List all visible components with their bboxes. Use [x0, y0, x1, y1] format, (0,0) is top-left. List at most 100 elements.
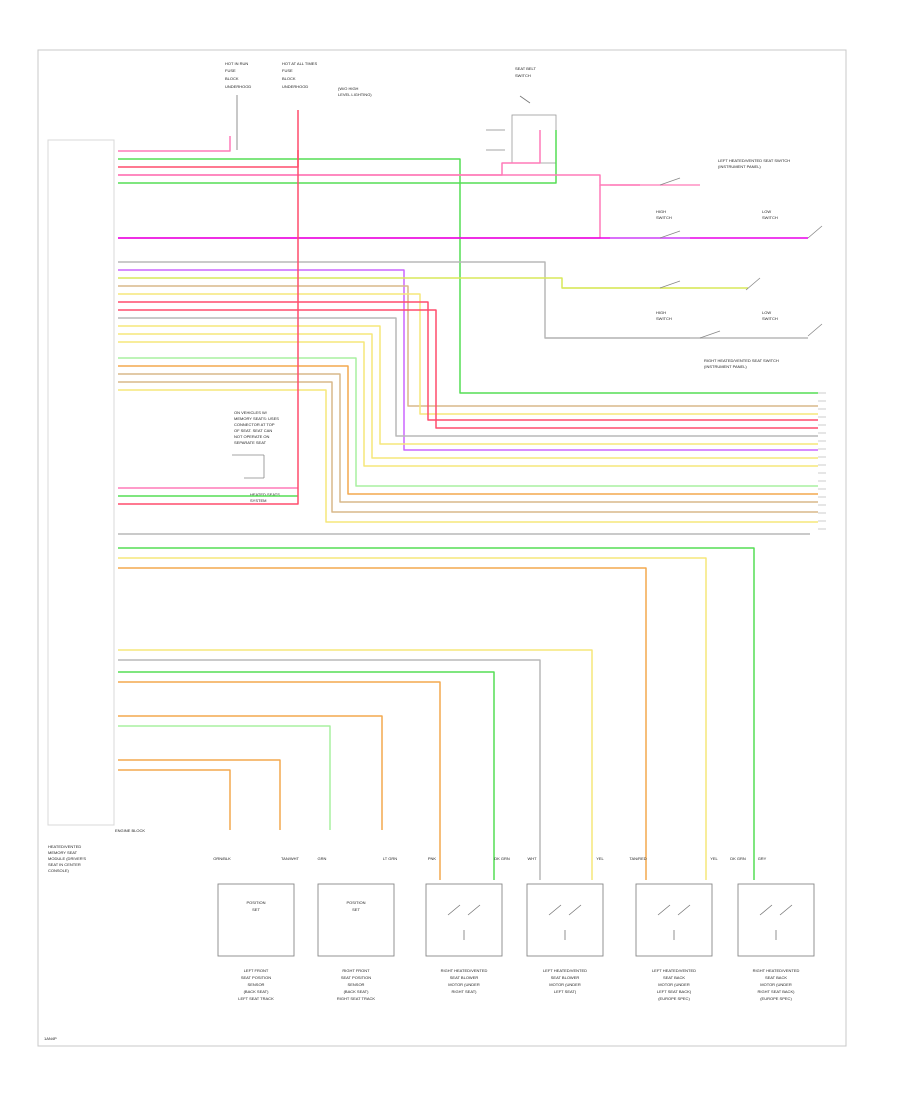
module-note-line: NOT OPERATE ON	[234, 434, 270, 439]
fuse-right-label: BLOCK	[282, 76, 296, 81]
component-wire-label: PNK	[428, 856, 437, 861]
wire	[118, 365, 818, 495]
component-name-line: LEFT HEATED/VENTED	[652, 968, 696, 973]
module-ground-label: ENGINE BLOCK	[115, 828, 145, 833]
wire	[118, 715, 383, 830]
wire	[118, 309, 818, 429]
fuse-left-label: HOT IN RUN	[225, 61, 248, 66]
component-box	[425, 883, 503, 957]
fuse-left-label: BLOCK	[225, 76, 239, 81]
wire	[118, 681, 441, 880]
fuse-right-label: FUSE	[282, 68, 293, 73]
component-name-line: MOTOR (UNDER	[658, 982, 690, 987]
wire	[118, 567, 647, 880]
motor-symbol	[548, 904, 582, 940]
switch-contact	[659, 230, 681, 239]
wire	[118, 301, 818, 421]
right-seat-switch-label: SWITCH	[656, 316, 672, 321]
component-box	[737, 883, 815, 957]
component-wire-label: TAN/RED	[629, 856, 646, 861]
wire	[118, 547, 755, 880]
wire	[118, 325, 818, 445]
motor-symbol	[759, 904, 793, 940]
right-seat-switch-label: RIGHT HEATED/VENTED SEAT SWITCH	[704, 358, 779, 363]
component-name-line: (EUROPE SPEC)	[658, 996, 690, 1001]
component-name-line: LEFT SEAT)	[554, 989, 577, 994]
module-name-line: CONSOLE)	[48, 868, 70, 873]
component-name-line: MOTOR (UNDER	[549, 982, 581, 987]
fuse-left-label: FUSE	[225, 68, 236, 73]
left-seat-switch-label: HIGH	[656, 209, 666, 214]
component-wire-label: GRY	[758, 856, 767, 861]
fuse-right: HOT AT ALL TIMES FUSE BLOCK UNDERHOOD (W…	[282, 61, 372, 97]
right-seat-switch-label: (INSTRUMENT PANEL)	[704, 364, 747, 369]
wire	[118, 357, 818, 487]
wire	[118, 185, 601, 239]
motor-symbol	[657, 904, 691, 940]
component-name-line: SEAT BACK	[663, 975, 685, 980]
component-inner-label: SET	[352, 907, 360, 912]
wire	[118, 269, 818, 451]
fuse-right-label: LEVEL LIGHTING)	[338, 92, 372, 97]
module-name: HEATED/VENTED MEMORY SEAT MODULE (DRIVER…	[48, 844, 86, 873]
component-name-line: LEFT SEAT TRACK	[238, 996, 274, 1001]
switch-contact	[659, 177, 681, 186]
module-note-line: SEPARATE SEAT	[234, 440, 267, 445]
left-seat-switch-label: SWITCH	[762, 215, 778, 220]
component-name-line: SENSOR	[348, 982, 365, 987]
wire-layer	[118, 110, 826, 880]
wire	[118, 769, 231, 830]
component-name-line: LEFT SEAT BACK)	[657, 989, 692, 994]
fuse-left-label: UNDERHOOD	[225, 84, 251, 89]
module-name-line: MODULE (DRIVER'S	[48, 856, 86, 861]
wire	[118, 341, 818, 467]
wire	[118, 373, 818, 503]
diagram-code: 1AN4P	[44, 1036, 57, 1041]
component-inner-label: SET	[252, 907, 260, 912]
wire	[118, 725, 331, 830]
component-inner-label: POSITION	[346, 900, 365, 905]
component-wire-label: LT GRN	[383, 856, 397, 861]
component-name-line: SEAT POSITION	[341, 975, 371, 980]
left-seat-switch-label: (INSTRUMENT PANEL)	[718, 164, 761, 169]
wire	[118, 293, 818, 415]
wire	[118, 333, 818, 459]
component-wire-label: DK GRN	[494, 856, 510, 861]
seat-belt-switch: SEAT BELT SWITCH	[511, 66, 557, 164]
component-name-line: RIGHT HEATED/VENTED	[753, 968, 800, 973]
component-name-line: (BACK SEAT)	[244, 989, 269, 994]
component-name-line: RIGHT SEAT)	[452, 989, 478, 994]
wire	[118, 671, 495, 880]
component-wire-label: YEL	[710, 856, 718, 861]
component-box	[317, 883, 395, 957]
component-name-line: RIGHT SEAT TRACK	[337, 996, 375, 1001]
module-note-line: ON VEHICLES W/	[234, 410, 268, 415]
fuse-left: HOT IN RUN FUSE BLOCK UNDERHOOD	[225, 61, 251, 150]
module-note-line: OF SEAT. SEAT CAN	[234, 428, 272, 433]
component-name-line: RIGHT HEATED/VENTED	[441, 968, 488, 973]
wire	[118, 649, 593, 880]
component-name-line: SEAT BACK	[765, 975, 787, 980]
component-name-line: MOTOR (UNDER	[760, 982, 792, 987]
module-note: ON VEHICLES W/ MEMORY SEATS: USES CONNEC…	[232, 410, 280, 503]
wire	[118, 381, 818, 513]
module-note-tail: HEATED SEATS	[250, 492, 280, 497]
component-name-line: LEFT FRONT	[244, 968, 269, 973]
left-seat-switch-label: LEFT HEATED/VENTED SEAT SWITCH	[718, 158, 790, 163]
wire	[118, 285, 818, 407]
seat-belt-switch-label: SWITCH	[515, 73, 531, 78]
right-seat-switch-label: HIGH	[656, 310, 666, 315]
module-name-line: HEATED/VENTED	[48, 844, 81, 849]
component-name-line: MOTOR (UNDER	[448, 982, 480, 987]
wire	[118, 317, 818, 437]
left-seat-switch: LEFT HEATED/VENTED SEAT SWITCH (INSTRUME…	[656, 158, 790, 220]
switch-contact	[699, 330, 721, 339]
component-wire-label: YEL	[596, 856, 604, 861]
module-name-line: MEMORY SEAT	[48, 850, 78, 855]
module-note-line: MEMORY SEATS: USES	[234, 416, 279, 421]
component-wire-label: WHT	[527, 856, 537, 861]
component-box	[635, 883, 713, 957]
